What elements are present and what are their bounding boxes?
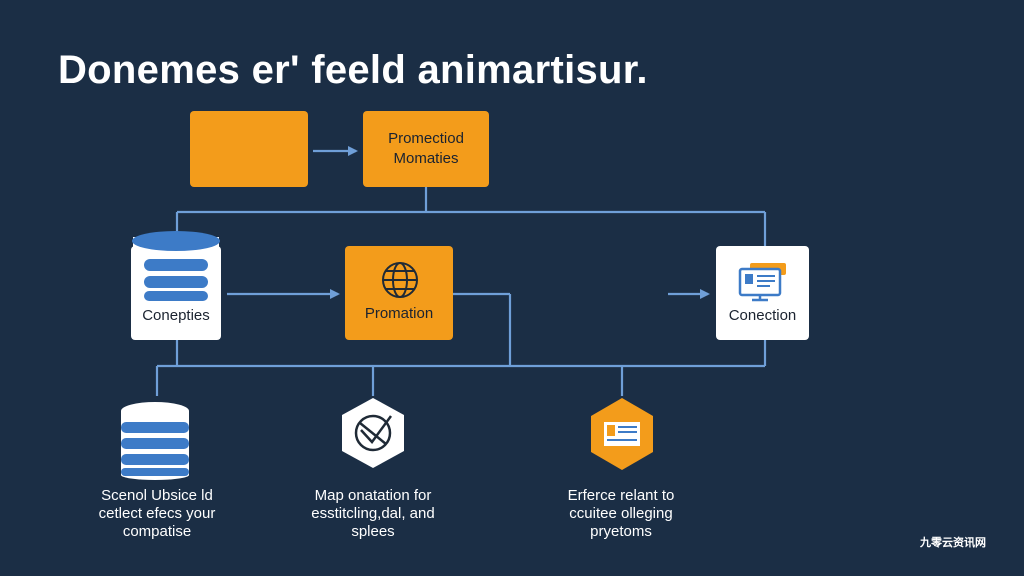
caption-center-line2: esstitcling,dal, and (311, 505, 435, 522)
document-icon (591, 398, 653, 470)
node-top-right-line2: Momaties (393, 150, 459, 167)
caption-left: Scenol Ubsice ld cetlect efecs your comp… (62, 487, 252, 541)
watermark: 九零云资讯网 (920, 537, 986, 549)
node-middle-center: Promation (345, 246, 453, 340)
database-icon (132, 231, 220, 301)
database-icon (121, 402, 189, 480)
caption-center: Map onatation for esstitcling,dal, and s… (278, 487, 468, 541)
caption-center-line1: Map onatation for (314, 487, 432, 504)
compass-icon (342, 398, 404, 468)
node-top-right-line1: Promectiod (388, 130, 464, 147)
node-top-left (190, 111, 308, 187)
caption-right-line1: Erferce relant to (567, 487, 675, 504)
page-title: Donemes er' feeld animartisur. (58, 48, 648, 92)
caption-right-line3: pryetoms (590, 523, 652, 540)
caption-left-line2: cetlect efecs your (98, 505, 216, 522)
caption-right: Erferce relant to ccuitee olleging pryet… (526, 487, 716, 541)
caption-left-line3: compatise (122, 523, 192, 540)
node-middle-right-label: Conection (728, 307, 797, 324)
node-middle-center-label: Promation (364, 305, 434, 322)
monitor-icon (738, 263, 786, 302)
node-middle-left-label: Conepties (142, 307, 210, 324)
node-top-right: Promectiod Momaties (363, 111, 489, 187)
caption-left-line1: Scenol Ubsice ld (101, 487, 213, 504)
caption-right-line2: ccuitee olleging (569, 505, 673, 522)
globe-icon (382, 262, 418, 298)
caption-center-line3: splees (351, 523, 395, 540)
